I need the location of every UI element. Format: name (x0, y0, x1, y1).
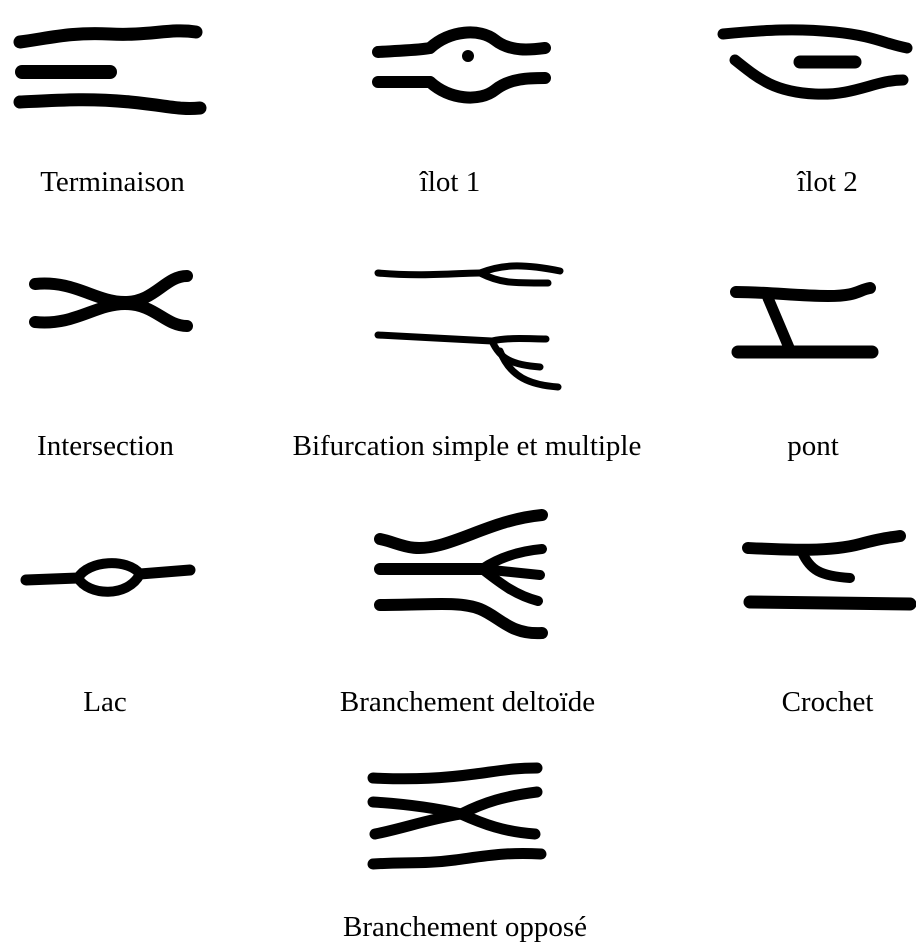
lac-label: Lac (70, 688, 140, 717)
branchement-oppose-label: Branchement opposé (305, 913, 625, 942)
crochet-glyph (740, 520, 916, 620)
ilot-1-glyph (370, 10, 560, 120)
ilot-1-label: îlot 1 (395, 168, 505, 197)
intersection-label: Intersection (18, 432, 193, 461)
terminaison-label: Terminaison (25, 168, 200, 197)
ilot-2-label: îlot 2 (770, 168, 885, 197)
crochet-label: Crochet (760, 688, 895, 717)
branchement-oppose-glyph (365, 762, 550, 877)
intersection-glyph (25, 262, 195, 347)
pont-label: pont (768, 432, 858, 461)
pont-glyph (728, 270, 878, 370)
branchement-deltoide-glyph (370, 505, 560, 645)
bifurcation-label: Bifurcation simple et multiple (262, 432, 672, 461)
ilot-2-glyph (715, 10, 915, 120)
lac-glyph (18, 550, 198, 610)
terminaison-glyph (10, 10, 210, 120)
bifurcation-glyph (370, 255, 570, 395)
branchement-deltoide-label: Branchement deltoïde (310, 688, 625, 717)
